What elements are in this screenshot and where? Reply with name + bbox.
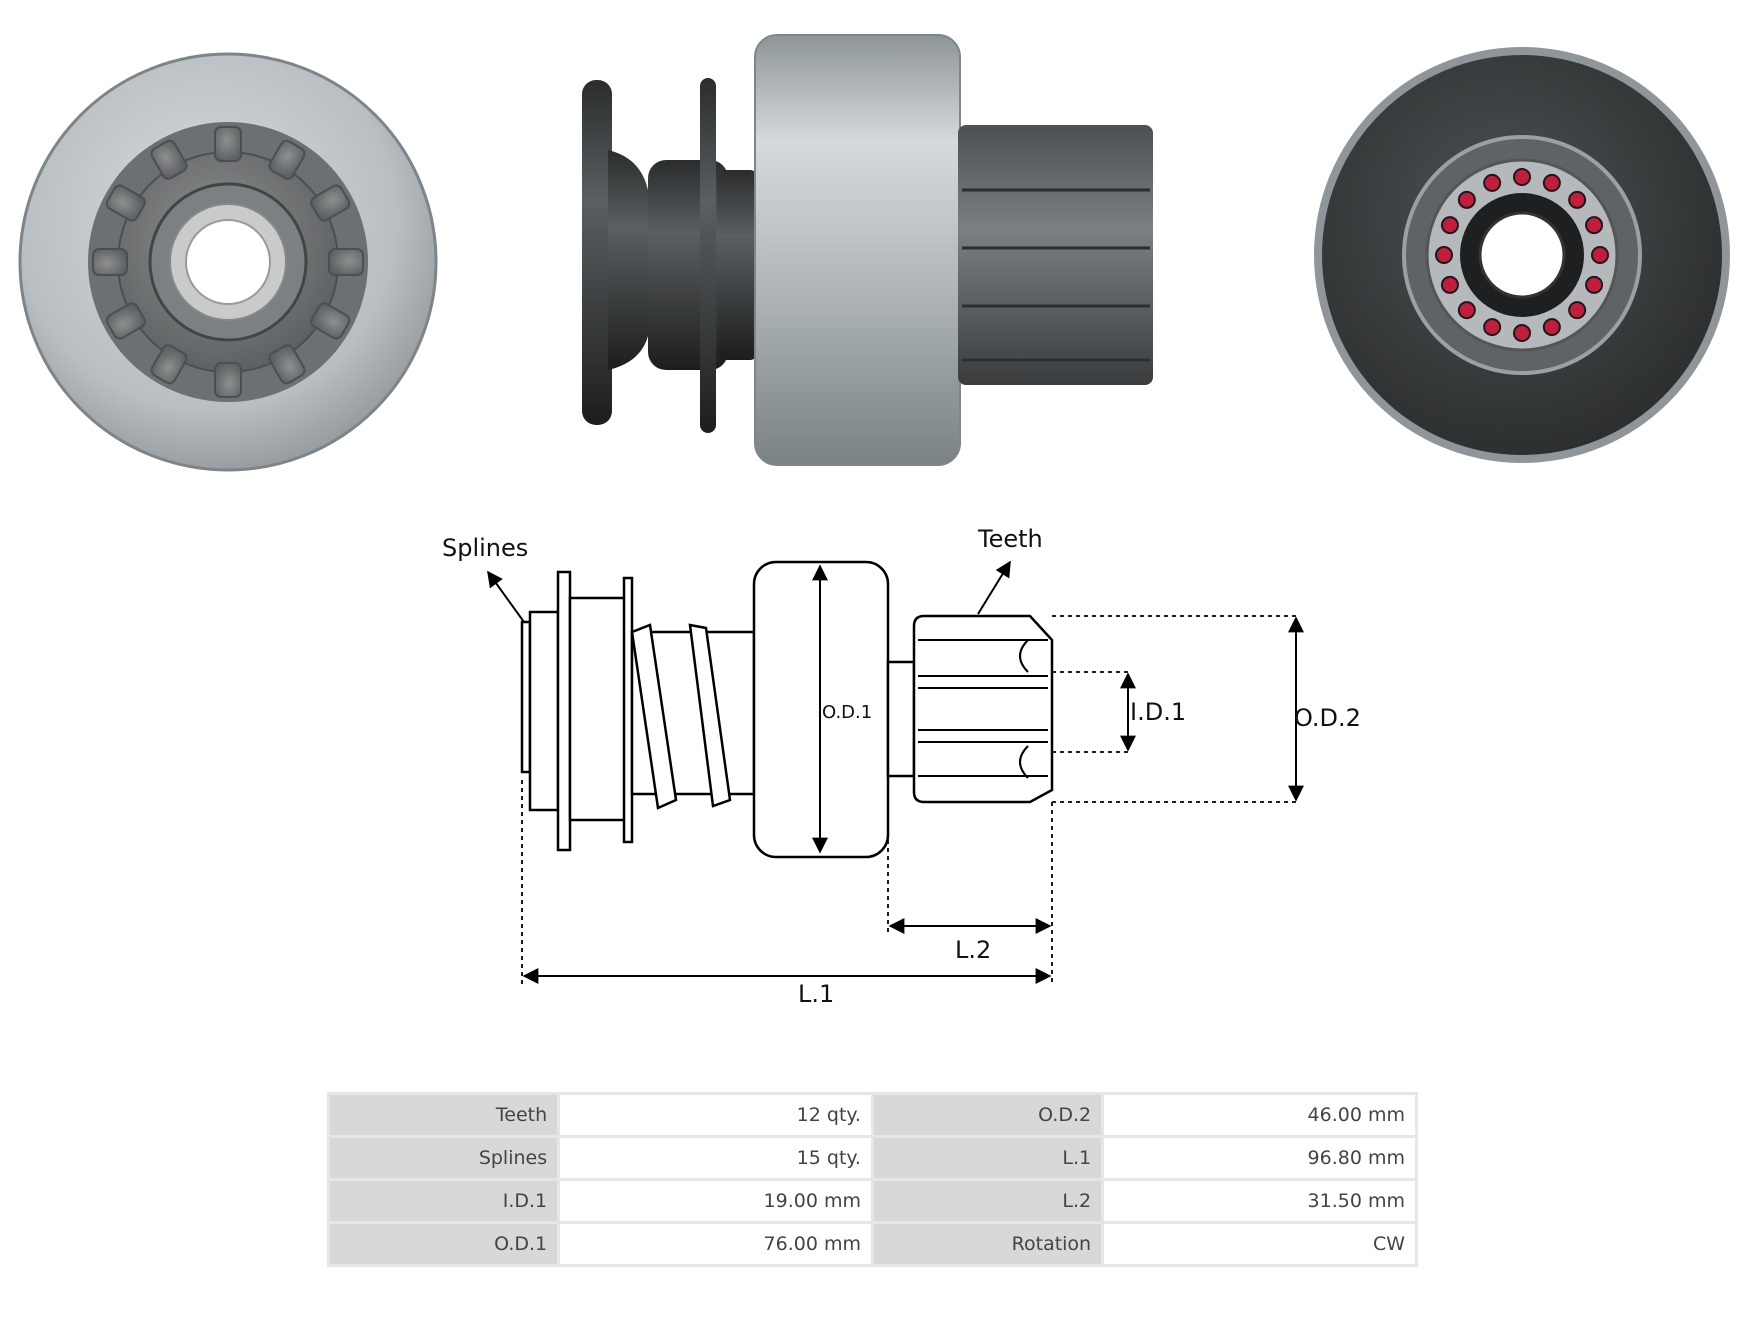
od2-label: O.D.2 <box>1294 704 1361 732</box>
bearing-roller <box>1483 173 1502 192</box>
spline-collar <box>568 596 627 822</box>
dimension-arrows <box>487 560 1304 984</box>
bearing-roller <box>1483 318 1502 337</box>
side-shaft-collar <box>718 170 758 360</box>
id1-label: I.D.1 <box>1130 698 1186 726</box>
bearing-roller <box>1542 173 1561 192</box>
rear-bore-hole <box>1478 211 1566 299</box>
bearing-roller <box>1591 246 1609 264</box>
bearing-roller <box>1568 301 1587 320</box>
gear-tooth <box>150 344 188 385</box>
spec-label: L.1 <box>873 1138 1102 1178</box>
bearing-roller <box>1568 190 1587 209</box>
front-bore-hole <box>185 219 271 305</box>
spec-value: CW <box>1104 1224 1415 1264</box>
gear-tooth <box>214 362 242 398</box>
splines-leader-arrow <box>487 570 525 623</box>
drive-rear-view-photo <box>1314 47 1730 463</box>
bearing-roller <box>1440 275 1459 294</box>
spec-value: 31.50 mm <box>1104 1181 1415 1221</box>
drive-side-view-photo <box>582 34 1153 466</box>
teeth-label: Teeth <box>977 525 1043 553</box>
spec-label: Splines <box>330 1138 558 1178</box>
teeth-leader-arrow <box>977 560 1011 615</box>
gear-tooth <box>268 344 306 385</box>
l2-label: L.2 <box>955 936 991 964</box>
spec-label: Rotation <box>873 1224 1102 1264</box>
spring-coil-2 <box>688 623 732 808</box>
gear-tooth <box>150 139 188 180</box>
spec-value: 12 qty. <box>560 1095 871 1135</box>
gear-tooth <box>268 139 306 180</box>
gear-tooth <box>105 302 146 340</box>
spec-label: O.D.2 <box>873 1095 1102 1135</box>
side-cone-collar <box>608 150 650 370</box>
gear-tooth <box>310 302 351 340</box>
bearing-roller <box>1457 190 1476 209</box>
l1-label: L.1 <box>798 980 834 1008</box>
extension-lines <box>521 615 1300 985</box>
bearing-roller <box>1585 216 1604 235</box>
bearing-roller <box>1585 275 1604 294</box>
spline-flange-left <box>556 570 572 852</box>
side-spring-washer <box>700 78 716 433</box>
spec-label: L.2 <box>873 1181 1102 1221</box>
bearing-roller <box>1457 301 1476 320</box>
spec-value: 15 qty. <box>560 1138 871 1178</box>
bearing-roller <box>1440 216 1459 235</box>
spec-value: 19.00 mm <box>560 1181 871 1221</box>
pinion-body-outline <box>912 614 1054 804</box>
side-pinion-tooth-lines <box>962 188 1150 362</box>
spec-value: 76.00 mm <box>560 1224 871 1264</box>
spec-value: 46.00 mm <box>1104 1095 1415 1135</box>
splines-label: Splines <box>442 534 528 562</box>
bearing-roller <box>1542 318 1561 337</box>
gear-tooth <box>310 184 351 222</box>
splines-hub <box>528 610 560 812</box>
gear-tooth <box>92 248 128 276</box>
od1-label: O.D.1 <box>822 702 872 723</box>
pinion-neck <box>886 660 916 778</box>
gear-tooth <box>328 248 364 276</box>
spec-label: O.D.1 <box>330 1224 558 1264</box>
pinion-tooth-lines <box>918 639 1048 779</box>
rear-roller-rings <box>1435 168 1609 342</box>
spec-label: I.D.1 <box>330 1181 558 1221</box>
gear-tooth <box>214 126 242 162</box>
spec-value: 96.80 mm <box>1104 1138 1415 1178</box>
spring-coil-1 <box>630 623 678 810</box>
drive-outline <box>520 560 1054 859</box>
bearing-roller <box>1435 246 1453 264</box>
bearing-roller <box>1513 168 1531 186</box>
bearing-roller <box>1513 324 1531 342</box>
technical-drawing: Splines Teeth O.D.1 I.D.1 O.D.2 L.2 L.1 <box>442 525 1361 1008</box>
spec-label: Teeth <box>330 1095 558 1135</box>
gear-tooth <box>105 184 146 222</box>
drive-front-view-photo <box>18 52 438 472</box>
side-flange-plate <box>582 80 612 425</box>
